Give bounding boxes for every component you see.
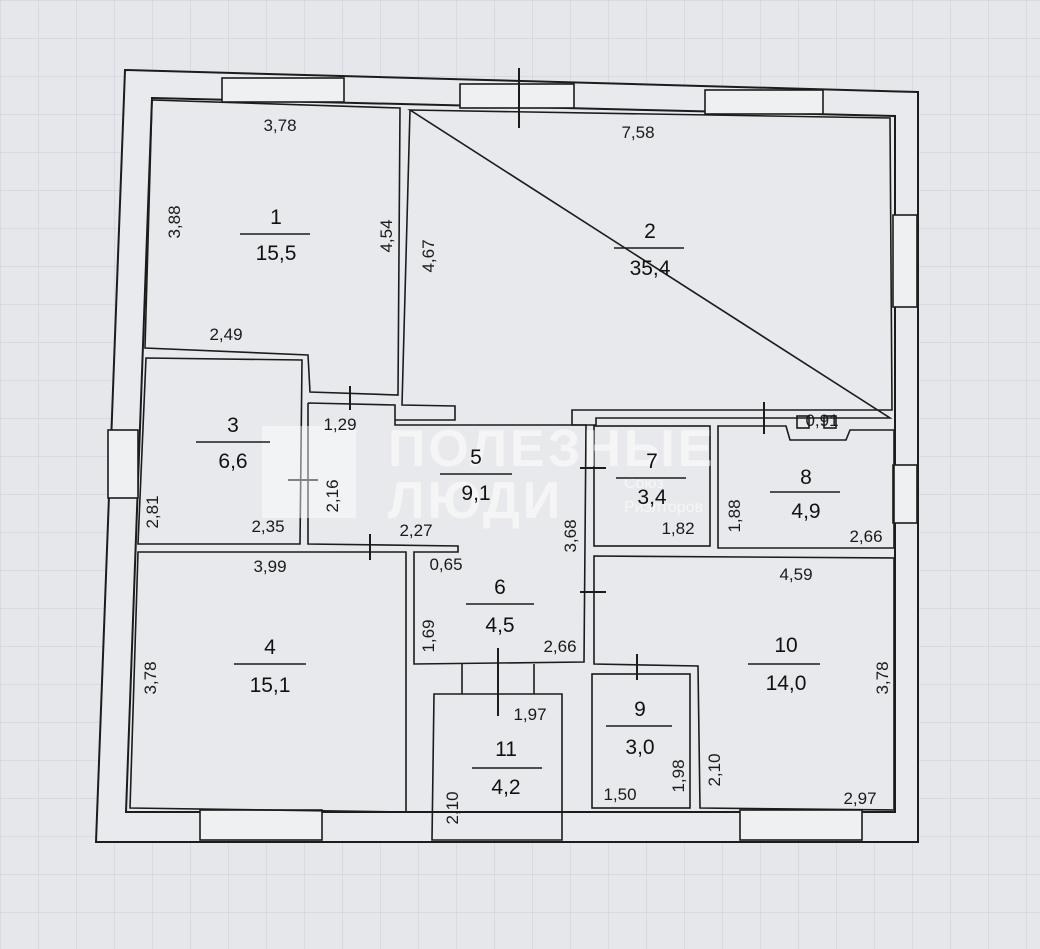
room-1-label: 1 15,5: [240, 206, 310, 265]
window-right-top: [892, 214, 918, 308]
vent-box-2: [823, 415, 837, 429]
window-bottom-left: [199, 809, 323, 841]
dim-r1-right: 4,54: [377, 219, 396, 252]
dim-r1-bottom: 2,49: [209, 325, 242, 344]
window-top-left: [221, 77, 345, 103]
room-5-label: 5 9,1: [440, 446, 512, 505]
room-2-left-wall: [395, 109, 456, 421]
room-number: 1: [270, 206, 282, 229]
room-number: 3: [227, 414, 239, 437]
inner-outline: [124, 96, 896, 813]
room-number: 7: [646, 450, 658, 473]
room-9-outline: [591, 673, 691, 809]
window-left: [107, 429, 139, 499]
room-area: 4,5: [485, 614, 514, 637]
dim-r10-top: 4,59: [779, 565, 812, 584]
dim-r5-left: 2,16: [323, 479, 342, 512]
room-number: 2: [644, 220, 656, 243]
room-number: 5: [470, 446, 482, 469]
room-area: 6,6: [218, 450, 247, 473]
watermark-logo: [262, 426, 356, 518]
dim-r11-left: 2,10: [443, 791, 462, 824]
room-number: 8: [800, 466, 812, 489]
room-7-label: 7 3,4: [616, 450, 686, 509]
dim-r6-left: 1,69: [419, 619, 438, 652]
room-number: 10: [774, 634, 797, 657]
room-number: 6: [494, 576, 506, 599]
dim-r9-right: 1,98: [669, 759, 688, 792]
dim-r4-left: 3,78: [141, 661, 160, 694]
room-6-label: 6 4,5: [466, 576, 534, 637]
dim-r4-top: 3,99: [253, 557, 286, 576]
dim-r10-right: 3,78: [873, 661, 892, 694]
room-area: 15,1: [250, 674, 291, 697]
room-number: 9: [634, 698, 646, 721]
vent-box-1: [796, 415, 810, 429]
room-number: 11: [495, 738, 517, 761]
dim-r5-bottom: 2,27: [399, 521, 432, 540]
room-2-label: 2 35,4: [614, 220, 684, 280]
window-top-right: [704, 89, 824, 115]
room-8-label: 8 4,9: [770, 466, 840, 523]
room-3-outline: [137, 357, 303, 545]
watermark-line2: ЛЮДИ: [388, 472, 563, 530]
watermark-sub1: Союз: [624, 475, 664, 492]
room-5-outline: [307, 402, 587, 665]
dim-r1-left: 3,88: [165, 205, 184, 238]
room-10-outline: [593, 555, 895, 811]
dim-r2-left: 4,67: [419, 239, 438, 272]
room-11-label: 11 4,2: [472, 738, 542, 799]
dim-r2-top: 7,58: [621, 123, 654, 142]
dim-r10-bottom: 2,97: [843, 789, 876, 808]
dim-r7-bottom: 1,82: [661, 519, 694, 538]
dim-r6-top: 0,65: [429, 555, 462, 574]
dim-r6-bottom: 2,66: [543, 637, 576, 656]
dim-r8-bottom: 2,66: [849, 527, 882, 546]
dim-r5-door: 1,29: [323, 415, 356, 434]
room-9-label: 9 3,0: [606, 698, 672, 759]
room-10-label: 10 14,0: [748, 634, 820, 695]
room-area: 15,5: [256, 242, 297, 265]
dim-r10-left: 2,10: [705, 753, 724, 786]
room-7-outline: [593, 425, 711, 547]
dim-r3-bottom: 2,35: [251, 517, 284, 536]
window-bottom-right: [739, 809, 863, 841]
dim-r1-top: 3,78: [263, 116, 296, 135]
room-area: 3,0: [625, 736, 654, 759]
dim-r8-left: 1,88: [725, 499, 744, 532]
watermark-sub2: Риэлторов: [624, 499, 703, 516]
watermark-line1: ПОЛЕЗНЫЕ: [388, 420, 715, 478]
room-area: 35,4: [630, 257, 671, 280]
room-4-outline: [129, 551, 407, 813]
room-number: 4: [264, 636, 276, 659]
dim-r11-top: 1,97: [513, 705, 546, 724]
room-3-label: 3 6,6: [196, 414, 270, 473]
window-right-mid: [892, 464, 918, 524]
dim-r9-bottom: 1,50: [603, 785, 636, 804]
room-11-outline: [431, 693, 563, 841]
window-top-mid: [459, 83, 575, 109]
dim-r8-top: 0,91: [805, 411, 838, 430]
room-8-outline: [717, 425, 895, 549]
room-1-outline: [144, 99, 401, 396]
room-4-label: 4 15,1: [234, 636, 306, 697]
room-area: 14,0: [766, 672, 807, 695]
room-area: 9,1: [461, 482, 490, 505]
room-area: 3,4: [637, 486, 667, 509]
dim-r6-right: 3,68: [561, 519, 580, 552]
dim-r3-left: 2,81: [143, 495, 162, 528]
room-area: 4,9: [791, 500, 820, 523]
room-area: 4,2: [491, 776, 520, 799]
